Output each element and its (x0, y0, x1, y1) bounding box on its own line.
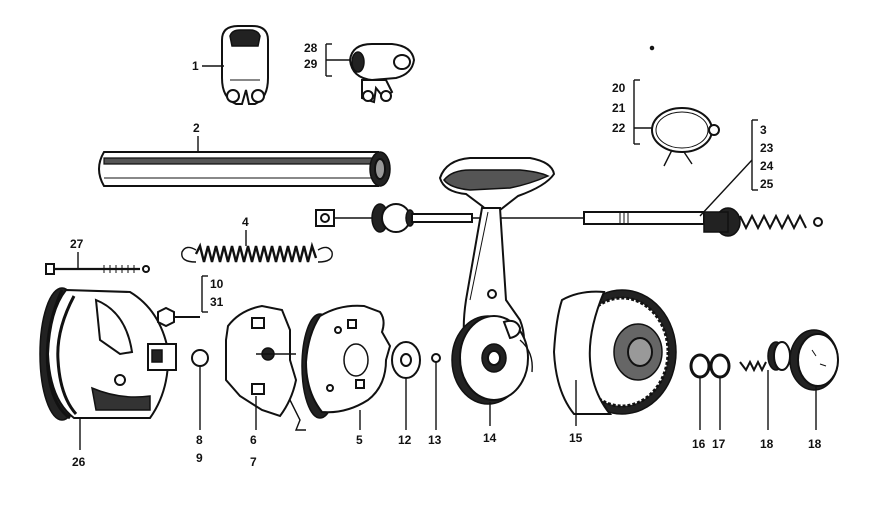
part-12-washer (391, 341, 421, 430)
part-3-shaft-assembly (315, 119, 823, 237)
part-14-handle-plate (438, 157, 556, 426)
label-20: 20 (612, 81, 626, 95)
label-16: 16 (692, 437, 706, 451)
part-18-cap (789, 329, 839, 430)
stray-dot (649, 45, 655, 51)
part-15-gear-housing (552, 289, 677, 426)
part-16-ring (689, 353, 711, 430)
part-13-ball (431, 353, 441, 430)
part-10-screw-nut (157, 275, 208, 328)
label-23: 23 (760, 141, 774, 155)
label-9: 9 (196, 451, 203, 465)
label-26: 26 (72, 455, 86, 469)
part-2-tube (98, 136, 391, 187)
label-14: 14 (483, 431, 497, 445)
label-17: 17 (712, 437, 726, 451)
label-5: 5 (356, 433, 363, 447)
part-27-screw (45, 252, 150, 275)
part-28-line-guide (325, 43, 416, 104)
label-18a: 18 (760, 437, 774, 451)
label-31: 31 (210, 295, 224, 309)
label-13: 13 (428, 433, 442, 447)
part-6-bracket-plate (225, 304, 306, 431)
part-4-spring (181, 230, 333, 263)
label-27: 27 (70, 237, 84, 251)
label-18b: 18 (808, 437, 822, 451)
part-17-ring (709, 353, 731, 430)
part-1-clip (202, 25, 269, 105)
label-15: 15 (569, 431, 583, 445)
label-1: 1 (192, 59, 199, 73)
label-2: 2 (193, 121, 200, 135)
label-8: 8 (196, 433, 203, 447)
label-10: 10 (210, 277, 224, 291)
label-25: 25 (760, 177, 774, 191)
part-18-screw (739, 341, 791, 430)
label-24: 24 (760, 159, 774, 173)
label-28: 28 (304, 41, 318, 55)
label-4: 4 (242, 215, 249, 229)
label-6: 6 (250, 433, 257, 447)
part-5-gear-plate (301, 304, 392, 430)
label-3: 3 (760, 123, 767, 137)
part-26-housing (39, 287, 209, 450)
label-22: 22 (612, 121, 626, 135)
part-20-spring-ring (633, 79, 720, 167)
label-29: 29 (304, 57, 318, 71)
label-7: 7 (250, 455, 257, 469)
label-21: 21 (612, 101, 626, 115)
label-12: 12 (398, 433, 412, 447)
